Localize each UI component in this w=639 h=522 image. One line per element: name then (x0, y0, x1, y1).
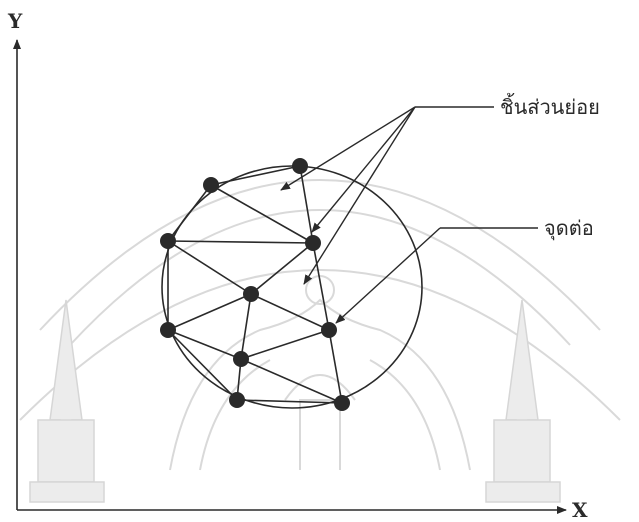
callout-nodes: จุดต่อ (336, 216, 594, 323)
callout-elements: ชิ้นส่วนย่อย (281, 93, 600, 284)
mesh-edge (168, 241, 251, 294)
mesh-edge (168, 294, 251, 330)
mesh-edge (251, 243, 313, 294)
watermark-ornament (170, 276, 470, 470)
callout-nodes-arrow (336, 228, 440, 323)
mesh-edge (168, 241, 313, 243)
mesh-node (243, 286, 259, 302)
mesh-node (233, 351, 249, 367)
mesh-edge (211, 185, 313, 243)
mesh-node (203, 177, 219, 193)
mesh-node (321, 322, 337, 338)
callout-elements-arrow-bottom (304, 107, 415, 284)
mesh-edge (168, 185, 211, 241)
domain-boundary-circle (162, 166, 422, 408)
mesh-edge (329, 330, 342, 403)
mesh-node (160, 322, 176, 338)
mesh-edge (241, 359, 342, 403)
mesh-edge (168, 330, 237, 400)
mesh-node (160, 233, 176, 249)
mesh-nodes (160, 158, 350, 411)
y-axis-label: Y (7, 9, 23, 33)
mesh-node (292, 158, 308, 174)
watermark-pagoda-right (486, 300, 560, 502)
mesh-node (305, 235, 321, 251)
mesh-edge (251, 294, 329, 330)
mesh-edge (241, 330, 329, 359)
callout-nodes-label: จุดต่อ (544, 216, 594, 241)
mesh-edge (168, 330, 241, 359)
mesh-edge (241, 294, 251, 359)
callout-elements-label: ชิ้นส่วนย่อย (500, 93, 600, 119)
mesh-node (229, 392, 245, 408)
x-axis-label: X (572, 498, 588, 522)
mesh-node (334, 395, 350, 411)
